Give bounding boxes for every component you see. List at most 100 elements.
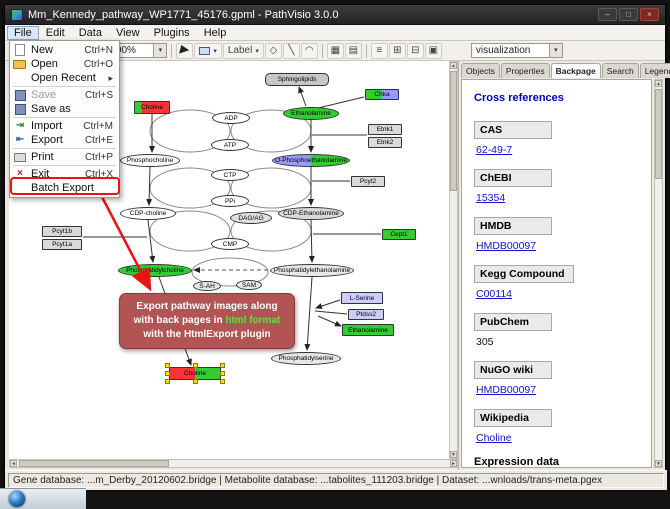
- pathway-node-pcyt1a[interactable]: Pcyt1a: [42, 238, 82, 250]
- pathway-node-sphingolipids[interactable]: Sphingolipids: [265, 72, 329, 86]
- minimize-button[interactable]: –: [598, 8, 617, 21]
- tab-backpage[interactable]: Backpage: [550, 63, 601, 78]
- align-horizontal-button[interactable]: ≡: [370, 42, 388, 59]
- tab-properties[interactable]: Properties: [500, 63, 550, 78]
- pathway-node-ppi[interactable]: PPi: [211, 195, 249, 207]
- tab-legend[interactable]: Legend: [639, 63, 670, 78]
- pathway-node-o-phosphoethanolamine[interactable]: O-Phosphoethanolamine: [272, 153, 350, 167]
- template-palette-button[interactable]: ▦: [326, 42, 344, 59]
- scroll-up-icon[interactable]: ▲: [450, 62, 457, 69]
- xref-link[interactable]: C00114: [476, 288, 513, 300]
- pathway-node-ctp[interactable]: CTP: [211, 169, 249, 181]
- file-menu-item-batch-export[interactable]: Batch Export: [10, 181, 119, 195]
- selection-handle[interactable]: [220, 370, 225, 376]
- sidebar-scrollbar[interactable]: ▲ ▼: [654, 79, 663, 468]
- distribute-button[interactable]: ⊟: [406, 42, 424, 59]
- scroll-right-icon[interactable]: ►: [450, 460, 457, 467]
- pathway-node-chka[interactable]: Chka: [365, 88, 399, 100]
- pathway-node-etnk1[interactable]: Etnk1: [368, 123, 402, 135]
- selection-handle[interactable]: [192, 362, 198, 368]
- selection-handle[interactable]: [165, 370, 170, 376]
- scroll-down-icon[interactable]: ▼: [450, 451, 457, 458]
- shape-tool-button[interactable]: ◇: [264, 42, 282, 59]
- pathway-node-cdp-choline[interactable]: CDP-choline: [120, 206, 176, 220]
- select-tool-button[interactable]: [176, 42, 194, 59]
- pathway-node-choline[interactable]: Choline: [134, 100, 170, 114]
- close-button[interactable]: ×: [640, 8, 659, 21]
- file-menu-item-save-as[interactable]: Save as: [10, 102, 119, 116]
- scroll-thumb[interactable]: [450, 71, 457, 191]
- xref-link[interactable]: 62-49-7: [476, 144, 513, 156]
- xref-link[interactable]: Choline: [476, 432, 512, 444]
- windows-start-orb-icon[interactable]: [9, 491, 25, 507]
- pathway-node-phosphatidylserine[interactable]: Phosphatidylserine: [271, 351, 341, 365]
- pathway-node-cmp[interactable]: CMP: [211, 238, 249, 250]
- maximize-button[interactable]: □: [619, 8, 638, 21]
- tab-search[interactable]: Search: [601, 63, 639, 78]
- pathway-node-adp[interactable]: ADP: [212, 112, 250, 124]
- menu-file[interactable]: File: [7, 25, 39, 40]
- pathway-node-phosphatidylcholine[interactable]: Phosphatidylcholine: [118, 263, 192, 277]
- scroll-down-icon[interactable]: ▼: [655, 460, 662, 467]
- scroll-up-icon[interactable]: ▲: [655, 80, 662, 87]
- menu-data[interactable]: Data: [78, 26, 102, 39]
- selection-handle[interactable]: [165, 362, 170, 368]
- dropdown-arrow-icon[interactable]: ▾: [548, 44, 562, 57]
- xref-link[interactable]: HMDB00097: [476, 384, 537, 396]
- pathway-node-cept1[interactable]: Cept1: [382, 228, 416, 240]
- selection-handle[interactable]: [220, 362, 225, 368]
- xref-link[interactable]: HMDB00097: [476, 240, 537, 252]
- pathway-node-atp[interactable]: ATP: [211, 139, 249, 151]
- scroll-thumb[interactable]: [19, 460, 169, 467]
- scroll-thumb[interactable]: [655, 89, 662, 179]
- pathway-node-sam[interactable]: SAM: [236, 280, 262, 290]
- pathway-node-l-serine[interactable]: L-Serine: [341, 292, 383, 304]
- selection-handle[interactable]: [165, 378, 170, 384]
- pathway-node-dag-ag[interactable]: DAG/AG: [230, 212, 272, 224]
- toolbar-separator: [365, 43, 367, 58]
- zoom-combobox[interactable]: 100% ▾: [105, 43, 168, 58]
- align-vertical-button[interactable]: ⊞: [388, 42, 406, 59]
- connector-palette-button[interactable]: ▤: [344, 42, 362, 59]
- menu-plugins[interactable]: Plugins: [153, 26, 190, 39]
- menu-edit[interactable]: Edit: [45, 26, 65, 39]
- menu-item-label: Open: [31, 58, 58, 70]
- pathway-node-ethanolamine[interactable]: Ethanolamine: [342, 324, 394, 336]
- xref-link[interactable]: 15354: [476, 192, 506, 204]
- selection-handle[interactable]: [220, 378, 225, 384]
- menu-shortcut: Ctrl+M: [83, 120, 113, 132]
- pathway-node-ethanolamine[interactable]: Ethanolamine: [283, 106, 339, 120]
- canvas-vertical-scrollbar[interactable]: ▲ ▼: [449, 61, 458, 459]
- pathway-node-cdp-ethanolamine[interactable]: CDP-Ethanolamine: [278, 206, 344, 220]
- selection-handle[interactable]: [192, 378, 198, 384]
- pathway-node-etnk2[interactable]: Etnk2: [368, 136, 402, 148]
- canvas-horizontal-scrollbar[interactable]: ◄ ►: [9, 459, 458, 468]
- arc-tool-button[interactable]: ◠: [300, 42, 318, 59]
- pathway-node-ptdss2[interactable]: Ptdss2: [348, 308, 384, 320]
- dropdown-arrow-icon[interactable]: ▾: [153, 44, 167, 57]
- pathway-node-s-ah[interactable]: S-AH: [193, 281, 221, 291]
- pathway-node-phosphocholine[interactable]: Phosphocholine: [120, 153, 180, 167]
- label-tool-button[interactable]: Label▾: [222, 42, 264, 59]
- scroll-left-icon[interactable]: ◄: [10, 460, 17, 467]
- menu-view[interactable]: View: [115, 26, 140, 39]
- line-tool-button[interactable]: ╲: [282, 42, 300, 59]
- menu-help[interactable]: Help: [203, 26, 227, 39]
- visualization-combobox[interactable]: visualization ▾: [470, 43, 563, 58]
- pathway-node-pcyt1b[interactable]: Pcyt1b: [42, 225, 82, 237]
- tab-objects[interactable]: Objects: [461, 63, 500, 78]
- file-menu-item-open-recent[interactable]: Open Recent▸: [10, 71, 119, 85]
- pathway-node-pcyt2[interactable]: Pcyt2: [351, 175, 385, 187]
- pathway-node-phosphatidylethanolamine[interactable]: Phosphatidylethanolamine: [270, 263, 354, 277]
- title-bar[interactable]: Mm_Kennedy_pathway_WP1771_45176.gpml - P…: [5, 5, 665, 25]
- datanode-tool-button[interactable]: ▾: [194, 42, 222, 59]
- stack-button[interactable]: ▣: [424, 42, 442, 59]
